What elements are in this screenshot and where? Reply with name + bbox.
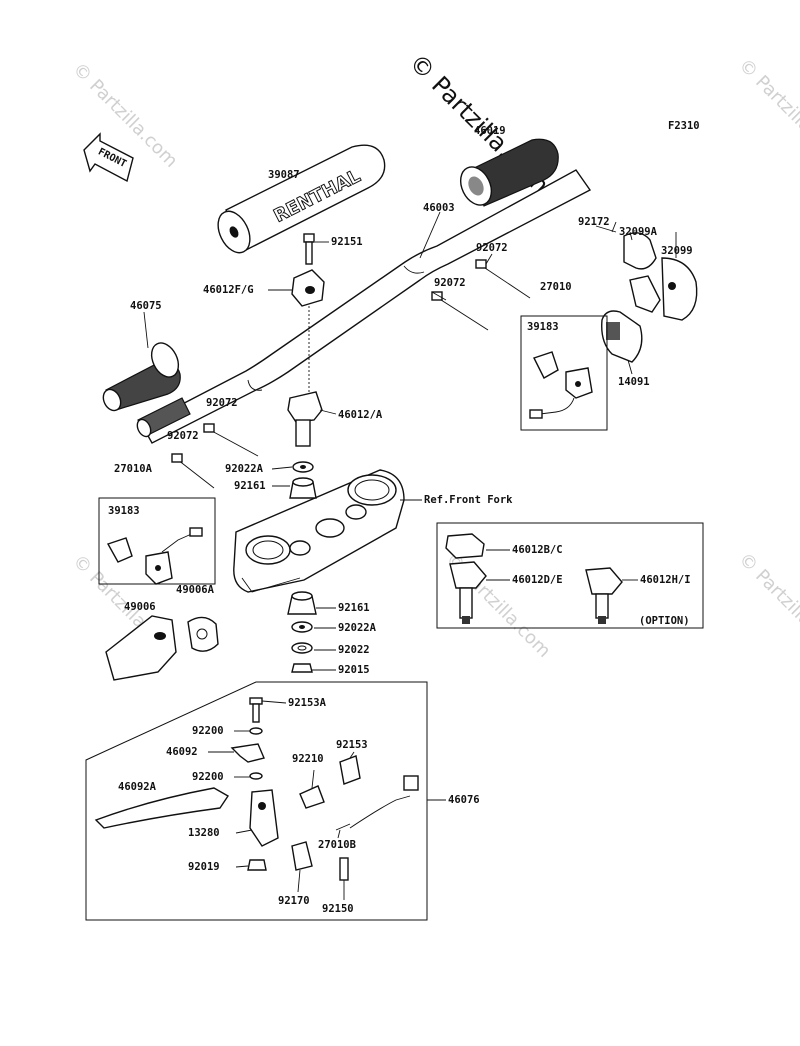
figure-code: F2310 [668,120,700,132]
watermarks: © Partzilla.com © Partzilla.com © Partzi… [68,48,800,663]
label-92153: 92153 [336,739,368,751]
label-27010a: 27010A [114,463,153,475]
handlebar [141,169,592,444]
option-box [436,522,704,629]
label-92151: 92151 [331,236,363,248]
label-32099: 32099 [661,245,693,257]
lever-assembly [94,697,419,881]
label-92170: 92170 [278,895,310,907]
cable-guide-49006 [105,615,219,681]
label-46012hi: 46012H/I [640,574,691,586]
label-39087: 39087 [268,169,300,181]
switch-box-27010 [520,315,608,431]
label-27010: 27010 [540,281,572,293]
label-92153a: 92153A [288,697,327,709]
label-46012fg: 46012F/G [203,284,254,296]
label-46003: 46003 [423,202,455,214]
label-46012bc: 46012B/C [512,544,563,556]
lower-mount-stack [287,591,317,673]
label-92200-a: 92200 [192,725,224,737]
switch-27010 [529,351,593,419]
label-49006a: 49006A [176,584,215,596]
label-92172: 92172 [578,216,610,228]
option-clamps [445,533,623,624]
label-46092: 46092 [166,746,198,758]
leader-lines [143,211,677,900]
throttle-housing [595,225,698,363]
front-arrow: FRONT [83,132,134,183]
watermark-top-right: © Partzilla.com [734,55,800,168]
throttle-grip [459,138,559,207]
label-92022: 92022 [338,644,370,656]
label-92072-c: 92072 [206,397,238,409]
cable-ties [171,259,531,489]
lever-assembly-box [85,681,428,921]
label-39183-b: 39183 [108,505,140,517]
label-92022a-upper: 92022A [225,463,264,475]
upper-washer-damper [289,461,317,499]
label-92072-b: 92072 [434,277,466,289]
label-92022a-lower: 92022A [338,622,377,634]
label-49006: 49006 [124,601,156,613]
label-27010b: 27010B [318,839,356,851]
label-92161-lower: 92161 [338,602,370,614]
label-46012de: 46012D/E [512,574,563,586]
triple-clamp [233,469,405,593]
label-92072-a: 92072 [476,242,508,254]
label-92150: 92150 [322,903,354,915]
label-46012a: 46012/A [338,409,383,421]
knurled-grip [136,397,191,438]
option-label: (OPTION) [639,615,690,627]
label-ref-front-fork: Ref.Front Fork [424,494,513,506]
label-13280: 13280 [188,827,220,839]
bolt-92151 [303,233,315,265]
label-92015: 92015 [338,664,370,676]
label-39183-a: 39183 [527,321,559,333]
label-46076: 46076 [448,794,480,806]
label-14091: 14091 [618,376,650,388]
label-32099a: 32099A [619,226,658,238]
label-92161-upper: 92161 [234,480,266,492]
label-46092a: 46092A [118,781,157,793]
upper-clamp [291,269,325,307]
left-grip [102,342,181,412]
label-92019: 92019 [188,861,220,873]
switch-27010a [106,527,203,585]
label-92200-b: 92200 [192,771,224,783]
label-46019: 46019 [474,125,506,137]
part-labels: 46019 39087 46003 92151 46012F/G 92072 9… [108,125,693,915]
label-46075: 46075 [130,300,162,312]
label-92072-d: 92072 [167,430,199,442]
label-92210: 92210 [292,753,324,765]
lower-clamp [287,306,323,447]
watermark-mid-right: © Partzilla.com [734,549,800,662]
